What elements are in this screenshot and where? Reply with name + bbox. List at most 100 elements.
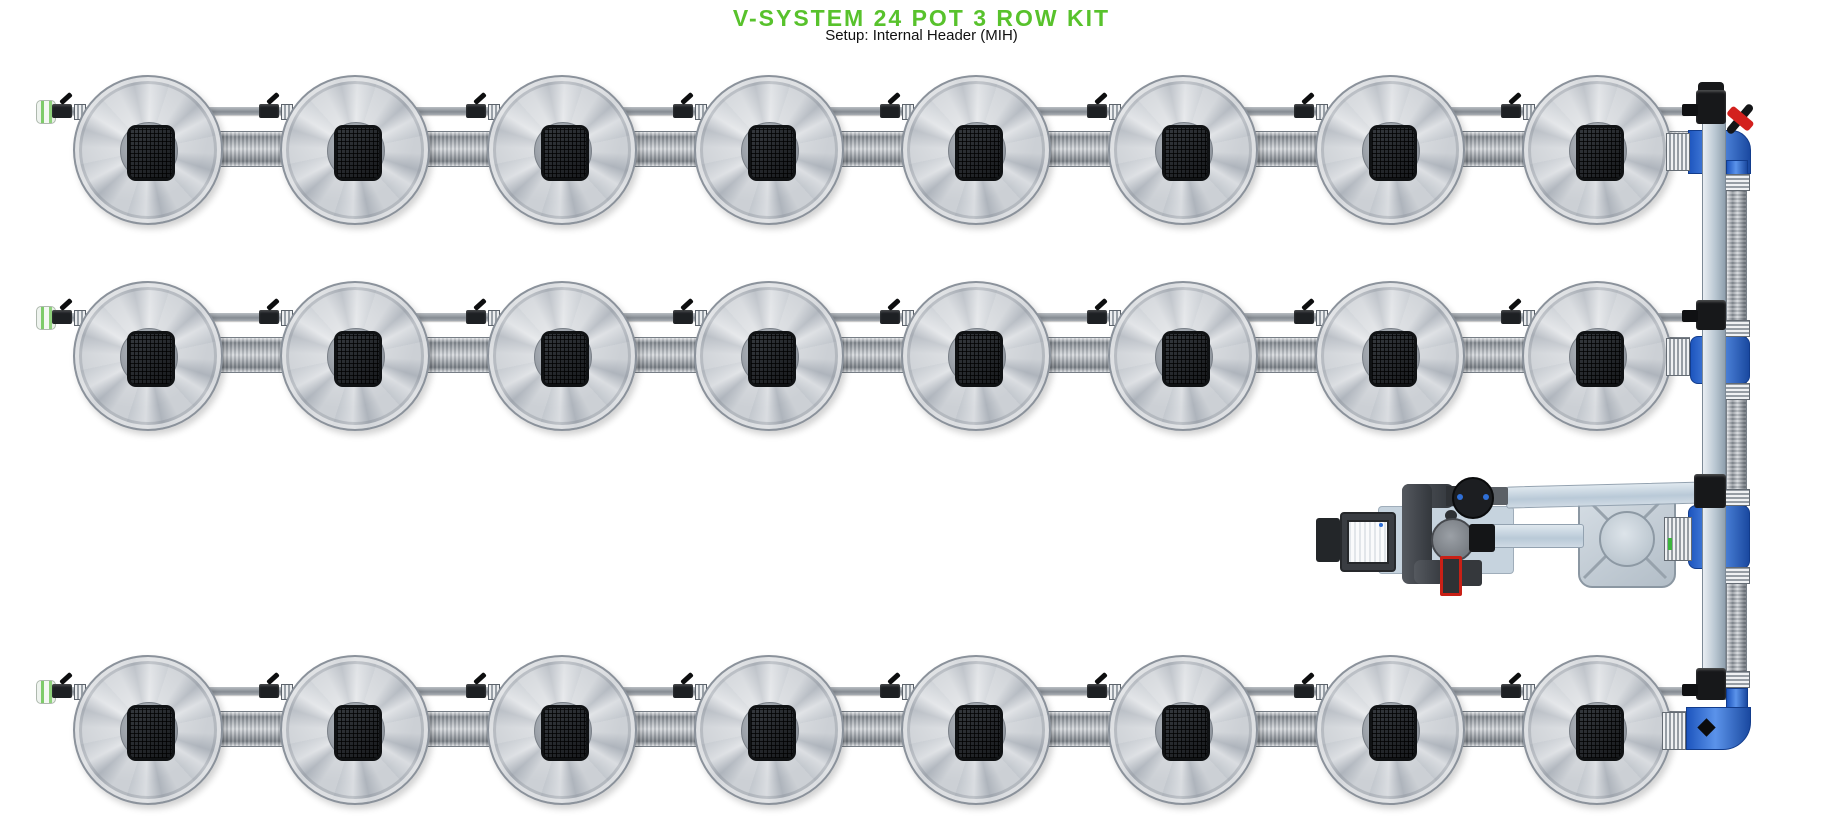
drip-valve	[1294, 297, 1315, 324]
pot-r1-c7	[1315, 75, 1465, 225]
pot-r3-c6	[1108, 655, 1258, 805]
drip-valve	[259, 91, 280, 118]
pot-drain-grate	[1369, 705, 1417, 761]
valve-lever	[680, 91, 694, 106]
clamp	[1723, 174, 1750, 191]
valve-lever	[59, 671, 73, 686]
page-subtitle: Setup: Internal Header (MIH)	[825, 27, 1018, 44]
drip-valve	[1501, 91, 1522, 118]
pot-drain-grate	[1162, 705, 1210, 761]
drip-valve	[1087, 297, 1108, 324]
pot-drain-grate	[541, 125, 589, 181]
pot-r2-c4	[694, 281, 844, 431]
page-title: V-SYSTEM 24 POT 3 ROW KIT	[732, 5, 1111, 31]
pot-r2-c2	[280, 281, 430, 431]
pot-r2-c3	[487, 281, 637, 431]
valve-lever	[1094, 297, 1108, 312]
pot-r3-c7	[1315, 655, 1465, 805]
pot-drain-grate	[748, 125, 796, 181]
pot-drain-grate	[955, 705, 1003, 761]
pot-drain-grate	[1576, 125, 1624, 181]
pot-drain-grate	[541, 705, 589, 761]
row2-feed-tee	[1696, 300, 1726, 330]
pot-r2-c7	[1315, 281, 1465, 431]
pot-drain-grate	[748, 331, 796, 387]
valve-lever	[1508, 91, 1522, 106]
pot-drain-grate	[1576, 705, 1624, 761]
drip-feed-line	[58, 107, 1692, 115]
pot-drain-grate	[127, 705, 175, 761]
drip-valve	[259, 671, 280, 698]
pump-feed-tee	[1694, 474, 1726, 508]
row2-feed-stub	[1682, 310, 1698, 322]
clamp	[1723, 671, 1750, 688]
pot-drain-grate	[334, 125, 382, 181]
valve-lever	[266, 671, 280, 686]
pot-drain-grate	[748, 705, 796, 761]
pot-drain-grate	[1369, 125, 1417, 181]
drip-valve	[673, 91, 694, 118]
pump-to-reservoir-pipe	[1490, 524, 1584, 548]
valve-lever	[1301, 671, 1315, 686]
valve-lever	[887, 297, 901, 312]
pump-union-red	[1440, 556, 1462, 596]
drip-valve	[466, 91, 487, 118]
valve-lever	[680, 671, 694, 686]
drip-valve	[880, 297, 901, 324]
pot-r2-c5	[901, 281, 1051, 431]
pot-drain-grate	[955, 125, 1003, 181]
drip-valve	[1294, 91, 1315, 118]
drip-valve	[880, 671, 901, 698]
row1-feed-tee	[1696, 90, 1726, 124]
clamp	[1723, 320, 1750, 337]
valve-lever	[266, 91, 280, 106]
valve-lever	[473, 671, 487, 686]
pump-to-header-pipe	[1505, 481, 1709, 509]
valve-screw-left	[1457, 494, 1463, 500]
valve-lever	[1301, 297, 1315, 312]
valve-lever	[1094, 671, 1108, 686]
row3-feed-stub	[1682, 684, 1698, 696]
drip-valve	[880, 91, 901, 118]
drip-valve	[1087, 91, 1108, 118]
drip-valve	[673, 671, 694, 698]
drip-feed-line	[58, 687, 1692, 695]
valve-lever	[680, 297, 694, 312]
pot-r1-c2	[280, 75, 430, 225]
pot-r2-c6	[1108, 281, 1258, 431]
return-header-pipe	[1726, 142, 1747, 716]
drip-valve	[1501, 297, 1522, 324]
pot-r2-c1	[73, 281, 223, 431]
pot-r3-c1	[73, 655, 223, 805]
coupling-indicator	[1668, 538, 1672, 550]
drip-valve	[1087, 671, 1108, 698]
clamp	[1666, 338, 1690, 376]
drip-valve	[466, 297, 487, 324]
valve-lever	[266, 297, 280, 312]
pot-r3-c3	[487, 655, 637, 805]
pot-drain-grate	[127, 125, 175, 181]
pot-r3-c2	[280, 655, 430, 805]
screen-indicator	[1379, 523, 1383, 527]
pot-drain-grate	[1369, 331, 1417, 387]
clamp	[1723, 383, 1750, 400]
pot-drain-grate	[334, 705, 382, 761]
clamp	[1723, 489, 1750, 506]
drip-valve	[1501, 671, 1522, 698]
valve-lever	[887, 671, 901, 686]
pot-r3-c4	[694, 655, 844, 805]
pot-r1-c5	[901, 75, 1051, 225]
pot-drain-grate	[541, 331, 589, 387]
pump-knob-top	[1445, 510, 1457, 521]
manifold-collar	[1446, 486, 1456, 506]
clamp	[1662, 712, 1686, 750]
drip-valve	[52, 297, 73, 324]
drip-feed-line	[58, 313, 1692, 321]
pot-r1-c8	[1522, 75, 1672, 225]
drip-valve	[673, 297, 694, 324]
pot-drain-grate	[1162, 125, 1210, 181]
controller-screen	[1347, 520, 1389, 564]
row3-return-elbow	[1686, 707, 1751, 750]
